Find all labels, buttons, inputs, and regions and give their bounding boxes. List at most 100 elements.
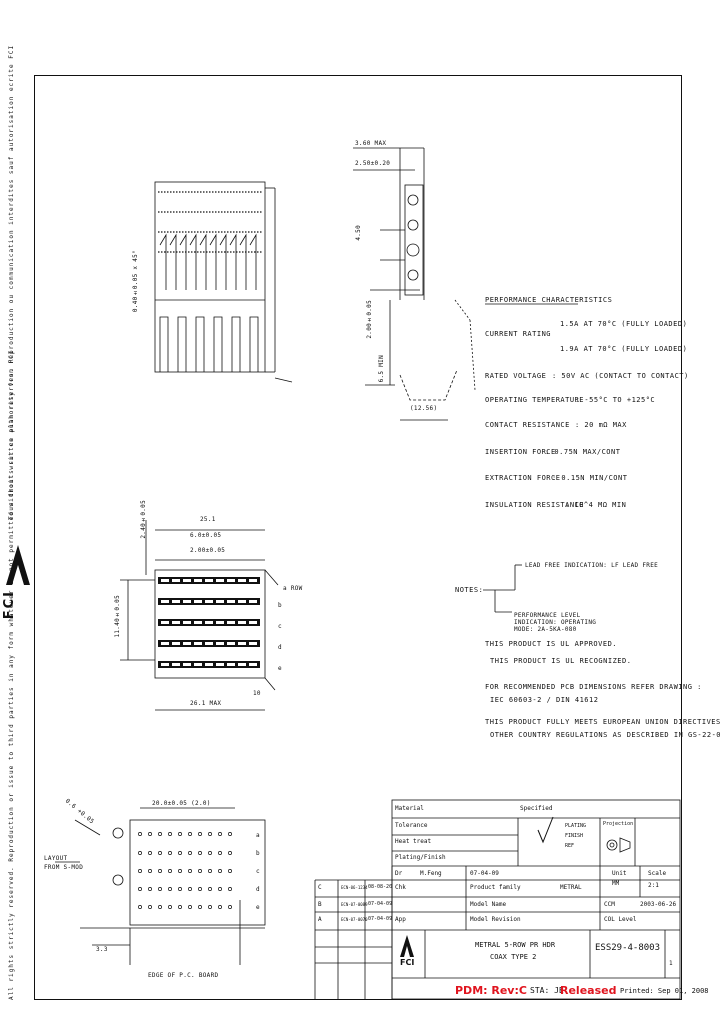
tb-material-label: Material xyxy=(395,805,424,812)
tb-scale-label: Scale xyxy=(648,870,667,877)
rev-row-a-eco: ECN-07-0070 xyxy=(341,917,368,922)
tb-tolerance: Tolerance xyxy=(395,822,428,829)
frame-left xyxy=(34,75,35,1000)
front-row-e: e xyxy=(278,665,282,672)
tb-dr-value: M.Feng xyxy=(420,870,442,877)
perf-label-3: OPERATING TEMPERATURE xyxy=(485,396,585,404)
rev-row-b-rev: B xyxy=(318,901,322,908)
tb-mat-note-1: FINISH xyxy=(565,833,584,839)
tb-mat-note-2: REF xyxy=(565,843,575,849)
fci-logo-text: FCI xyxy=(2,590,17,620)
pcb-layout-label: LAYOUT xyxy=(44,855,68,862)
tb-prod-family-label: Product family xyxy=(470,884,521,891)
dim-side-2: 2.50±0.20 xyxy=(355,160,391,167)
tb-ccm-value: 2003-06-26 xyxy=(640,901,677,908)
tb-material-value: Specified xyxy=(520,805,553,812)
dim-chamfer: 0.40±0.05 x 45° xyxy=(132,250,139,313)
tb-model-name-label: Model Name xyxy=(470,901,507,908)
tb-part-no: ESS29-4-8003 xyxy=(595,943,661,953)
tb-title-l2: COAX TYPE 2 xyxy=(490,953,537,961)
projection-symbol-icon xyxy=(606,837,631,853)
front-row-c: c xyxy=(278,623,282,630)
tb-heat-treat: Heat treat xyxy=(395,838,432,845)
perf-value-1: 1.9A AT 70°C (FULLY LOADED) xyxy=(560,345,688,353)
front-col-10: 10 xyxy=(253,690,261,697)
frame-bottom xyxy=(34,999,682,1000)
rev-row-c-rev: C xyxy=(318,884,322,891)
fci-title-logo-icon xyxy=(400,935,414,957)
pcb-row-b: b xyxy=(256,850,260,857)
dim-front-4: 2.40±0.05 xyxy=(140,500,147,539)
perf-value-2: : 50V AC (CONTACT TO CONTACT) xyxy=(552,372,689,380)
frame-top xyxy=(34,75,682,76)
tb-app-label: App xyxy=(395,916,406,923)
frame-right xyxy=(681,75,682,1000)
margin-note-bottom: All rights strictly reserved. Reproducti… xyxy=(8,349,15,1000)
tb-unit-label: Unit xyxy=(612,870,627,877)
tb-projection-label: Projection xyxy=(603,821,634,827)
pcb-row-d: d xyxy=(256,886,260,893)
dim-side-6: (12.56) xyxy=(410,405,438,412)
dim-front-6: 26.1 MAX xyxy=(190,700,222,707)
rev-row-a-rev: A xyxy=(318,916,322,923)
perf-value-0: 1.5A AT 70°C (FULLY LOADED) xyxy=(560,320,688,328)
tb-unit-value: MM xyxy=(612,880,620,887)
note-3a: FOR RECOMMENDED PCB DIMENSIONS REFER DRA… xyxy=(485,683,702,691)
tb-sheet: 1 xyxy=(669,960,673,967)
perf-label-5: INSERTION FORCE xyxy=(485,448,556,456)
note-2b: THIS PRODUCT IS UL RECOGNIZED. xyxy=(490,657,632,665)
perf-value-4: : 20 mΩ MAX xyxy=(575,421,627,429)
tb-fci-text: FCI xyxy=(400,958,415,967)
perf-value-5: : 0.75N MAX/CONT xyxy=(545,448,621,456)
front-row-d: d xyxy=(278,644,282,651)
dim-front-5: 11.40±0.05 xyxy=(114,595,121,638)
tb-mat-note-0: PLATING xyxy=(565,823,587,829)
tb-ccm-label: CCM xyxy=(604,901,615,908)
dim-side-4: 2.00±0.05 xyxy=(366,300,373,339)
dim-front-3: 2.00±0.05 xyxy=(190,547,226,554)
note-1b: PERFORMANCE LEVEL INDICATION: OPERATING … xyxy=(514,612,597,633)
performance-title: PERFORMANCE CHARACTERISTICS xyxy=(485,296,613,304)
pcb-row-e: e xyxy=(256,904,260,911)
tb-model-rev-label: Model Revision xyxy=(470,916,521,923)
rev-row-b-eco: ECN-07-0089 xyxy=(341,902,368,907)
dim-side-1: 3.60 MAX xyxy=(355,140,387,147)
tb-dr-label: Dr xyxy=(395,870,403,877)
perf-value-3: : -55°C TO +125°C xyxy=(575,396,656,404)
pdm-rev: PDM: Rev:C xyxy=(455,984,527,997)
dim-side-5: 6.5 MIN xyxy=(378,355,385,383)
pcb-row-c: c xyxy=(256,868,260,875)
status-code: STA: JE xyxy=(530,986,564,995)
tb-scale-value: 2:1 xyxy=(648,882,659,889)
tb-model-rev-value: COL Level xyxy=(604,916,637,923)
perf-value-7: : 10^4 MΩ MIN xyxy=(565,501,627,509)
front-row-b: b xyxy=(278,602,282,609)
dim-pcb-3: 3.3 xyxy=(96,946,108,953)
note-2a: THIS PRODUCT IS UL APPROVED. xyxy=(485,640,618,648)
dim-pcb-2: 0.6 +0.05 xyxy=(63,797,96,826)
pcb-row-a: a xyxy=(256,832,260,839)
printed-date: Printed: Sep 01, 2008 xyxy=(620,987,709,995)
rev-row-c-eco: ECN-06-1234 xyxy=(341,885,368,890)
front-row-label: a ROW xyxy=(283,585,303,592)
perf-label-0: CURRENT RATING xyxy=(485,330,552,338)
perf-label-7: INSULATION RESISTANCE xyxy=(485,501,585,509)
notes-header: NOTES: xyxy=(455,586,484,594)
rev-row-c-date: 08-08-20 xyxy=(368,884,393,890)
perf-label-6: EXTRACTION FORCE xyxy=(485,474,561,482)
rev-row-b-date: 07-04-09 xyxy=(368,901,393,907)
note-3b: IEC 60603-2 / DIN 41612 xyxy=(490,696,599,704)
tb-prod-family-value: METRAL xyxy=(560,884,582,891)
pcb-layout-sub: FROM S-MOD xyxy=(44,864,84,871)
dim-front-1: 25.1 xyxy=(200,516,216,523)
perf-label-2: RATED VOLTAGE xyxy=(485,372,547,380)
tb-dr-date: 07-04-09 xyxy=(470,870,499,877)
dim-side-3: 4.50 xyxy=(355,225,362,241)
tb-title-l1: METRAL 5-ROW PR HDR xyxy=(475,941,556,949)
tb-chk-label: Chk xyxy=(395,884,406,891)
tb-plating: Plating/Finish xyxy=(395,854,446,861)
perf-value-6: : 0.15N MIN/CONT xyxy=(552,474,628,482)
note-1a: LEAD FREE INDICATION: LF LEAD FREE xyxy=(525,562,659,569)
note-4a: THIS PRODUCT FULLY MEETS EUROPEAN UNION … xyxy=(485,718,720,726)
perf-label-4: CONTACT RESISTANCE xyxy=(485,421,570,429)
